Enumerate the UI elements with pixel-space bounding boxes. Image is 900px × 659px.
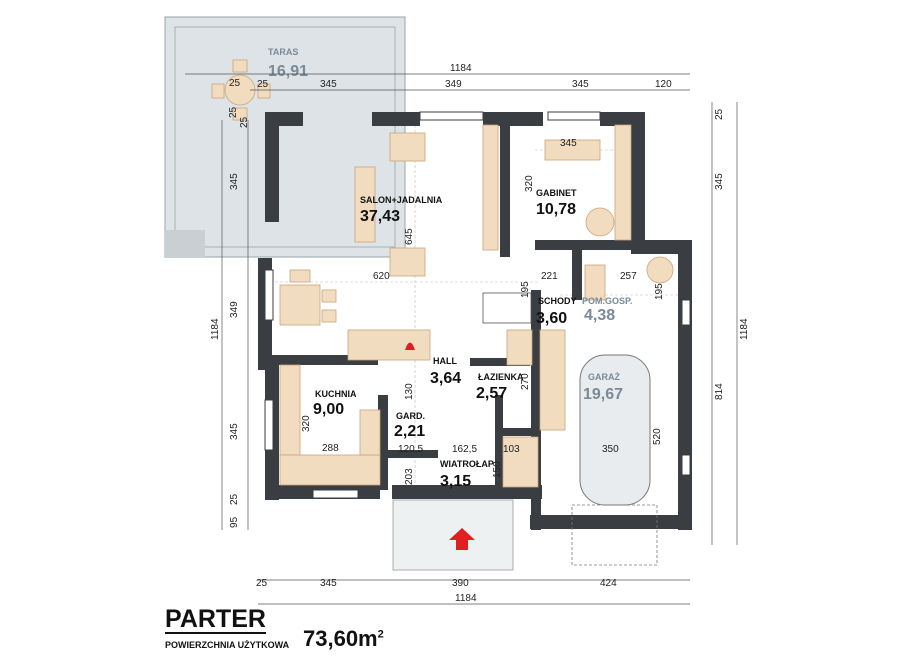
room-name-gard: GARD.: [396, 411, 425, 421]
dim-in-103: 103: [503, 444, 520, 455]
room-area-schody: 3,60: [536, 310, 567, 327]
dim-right-25: 25: [714, 108, 725, 120]
dim-in-620: 620: [373, 271, 390, 282]
room-name-pom: POM.GOSP.: [582, 296, 632, 306]
dim-in-150: 150: [492, 461, 503, 478]
room-area-wiatrolap: 3,15: [440, 473, 471, 490]
dim-bottom-390: 390: [452, 578, 469, 589]
room-area-gabinet: 10,78: [536, 201, 576, 218]
room-name-schody: SCHODY: [538, 296, 577, 306]
dim-in-320b: 320: [301, 415, 312, 432]
room-area-salon: 37,43: [360, 208, 400, 225]
dim-left-95: 95: [229, 516, 240, 528]
room-name-kuchnia: KUCHNIA: [315, 389, 357, 399]
windows: [264, 111, 691, 499]
terrace: [164, 16, 406, 258]
entrance-arrow-icon: [449, 528, 475, 550]
floor-title: PARTER: [165, 605, 266, 634]
dim-left-25: 25: [229, 493, 240, 505]
dim-in-221: 221: [541, 271, 558, 282]
dim-in-320a: 320: [524, 175, 535, 192]
dim-right-total: 1184: [739, 318, 750, 340]
room-name-lazienka: ŁAZIENKA: [478, 372, 524, 382]
dim-in-203: 203: [404, 468, 415, 485]
usable-area-unit-sup: 2: [377, 628, 384, 641]
room-name-garaz: GARAŻ: [588, 372, 620, 382]
room-area-hall: 3,64: [430, 370, 461, 387]
dim-in-120-5: 120,5: [398, 444, 423, 455]
dimension-lines: [185, 73, 738, 605]
dim-in-288: 288: [322, 443, 339, 454]
room-name-gabinet: GABINET: [536, 188, 577, 198]
room-area-pom: 4,38: [584, 307, 615, 324]
dim-bottom-total: 1184: [455, 593, 477, 604]
dim-left-total: 1184: [210, 318, 221, 340]
dim-in-162-5: 162,5: [452, 444, 477, 455]
dim-in-645: 645: [404, 228, 415, 245]
room-name-salon: SALON+JADALNIA: [360, 195, 443, 205]
dim-left-345b: 345: [229, 423, 240, 440]
room-area-garaz: 19,67: [583, 386, 623, 403]
usable-area-label: POWIERZCHNIA UŻYTKOWA: [165, 640, 290, 650]
dim-top-25: 25: [257, 79, 269, 90]
dim-top-120: 120: [655, 79, 672, 90]
dim-left-345a: 345: [229, 173, 240, 190]
room-name-wiatrolap: WIATROŁAP: [440, 459, 494, 469]
dim-bottom-424: 424: [600, 578, 617, 589]
dim-in-345: 345: [560, 138, 577, 149]
dim-in-350: 350: [602, 444, 619, 455]
room-area-lazienka: 2,57: [476, 385, 507, 402]
dim-in-270: 270: [520, 373, 531, 390]
dim-bottom-25: 25: [256, 578, 268, 589]
dim-right-814: 814: [714, 383, 725, 400]
usable-area-number: 73,60m: [303, 626, 378, 651]
title-block: PARTER POWIERZCHNIA UŻYTKOWA 73,60m2: [165, 606, 425, 656]
room-name-hall: HALL: [433, 356, 457, 366]
usable-area-value: 73,60m2: [303, 626, 384, 652]
dim-top-349: 349: [445, 79, 462, 90]
dim-in-257: 257: [620, 271, 637, 282]
dim-in-130: 130: [404, 383, 415, 400]
room-area-kuchnia: 9,00: [313, 401, 344, 418]
room-labels: TARAS 16,91 SALON+JADALNIA 37,43 GABINET…: [268, 47, 632, 490]
dim-in-520: 520: [652, 428, 663, 445]
dim-in-25b: 25: [228, 106, 239, 118]
dim-bottom-345: 345: [320, 578, 337, 589]
room-area-gard: 2,21: [394, 423, 425, 440]
dim-top-345a: 345: [320, 79, 337, 90]
dim-in-25a: 25: [229, 78, 241, 89]
dim-left-349: 349: [229, 301, 240, 318]
dimension-labels: 1184 25 345 349 345 120 25 345 390 424 1…: [210, 63, 750, 604]
dim-top-345b: 345: [572, 79, 589, 90]
furniture: [279, 124, 674, 571]
dim-top-total: 1184: [450, 63, 472, 74]
room-name-taras: TARAS: [268, 47, 298, 57]
dim-in-195a: 195: [520, 281, 531, 298]
dim-left-25b: 25: [239, 116, 250, 128]
dim-right-345: 345: [714, 173, 725, 190]
room-area-taras: 16,91: [268, 63, 308, 80]
dim-in-195b: 195: [654, 283, 665, 300]
